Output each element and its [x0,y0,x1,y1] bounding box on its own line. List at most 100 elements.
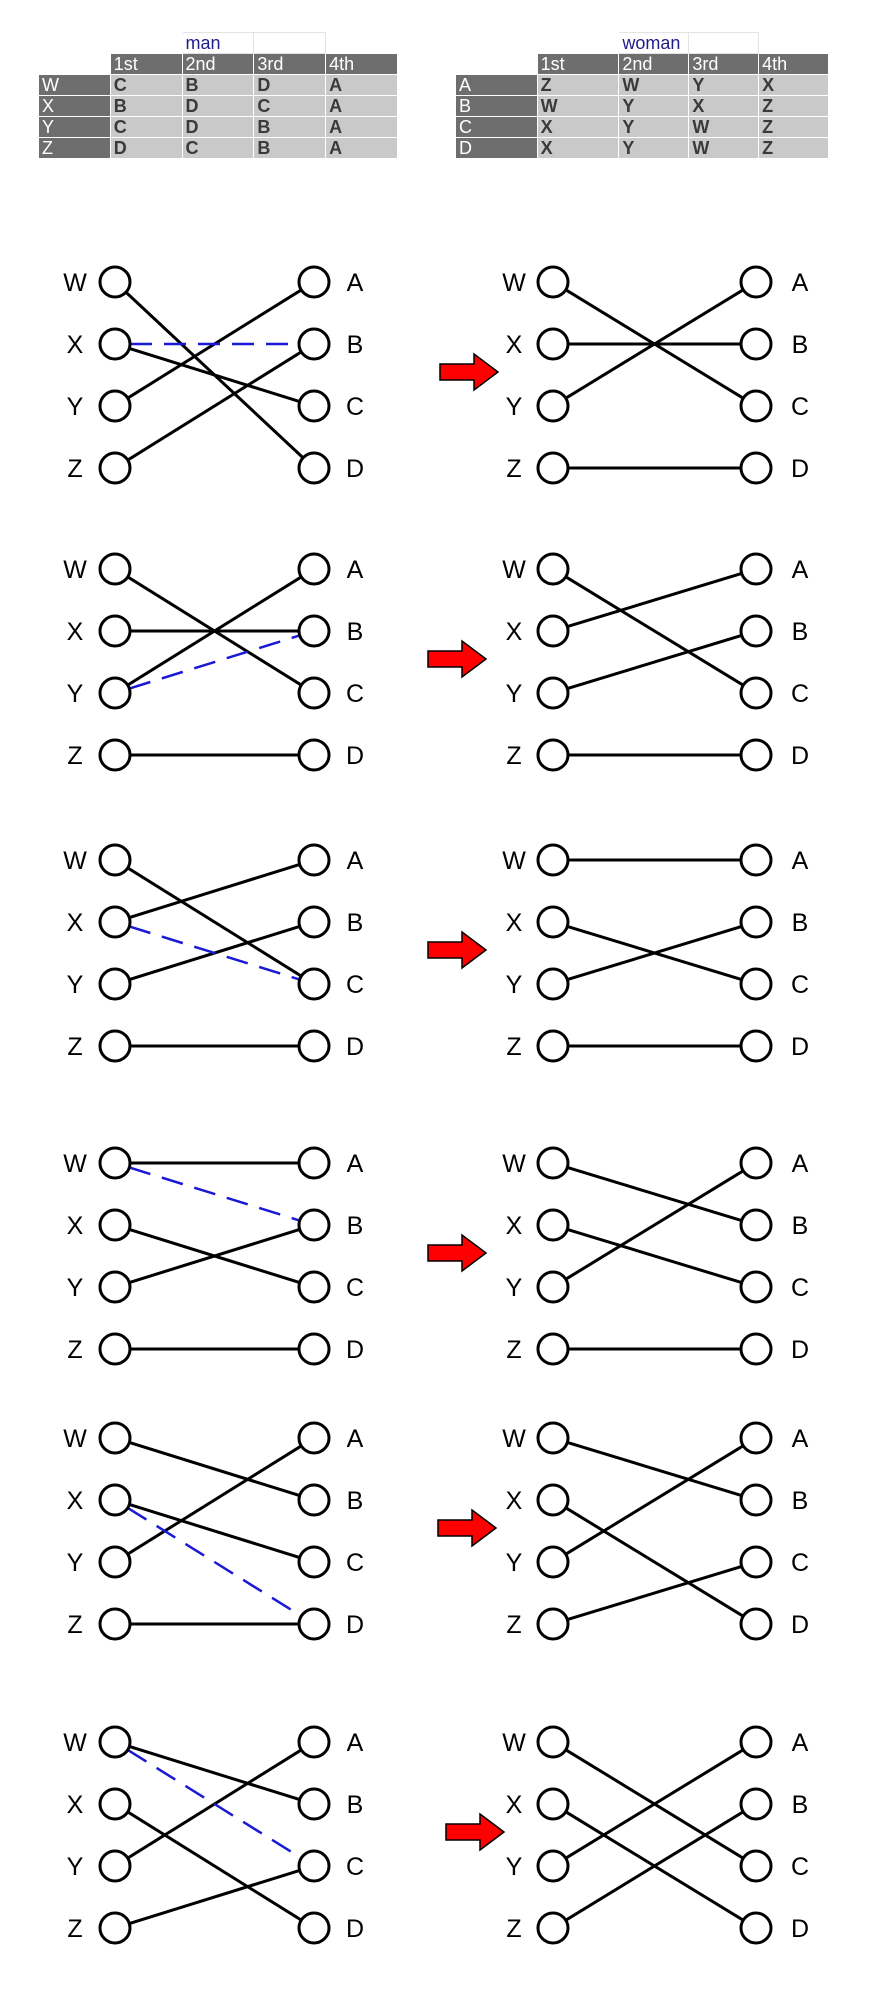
man-node [98,1483,132,1517]
man-node [98,1332,132,1366]
pref-cell: Z [536,74,620,96]
man-node [536,1208,570,1242]
man-node [98,1911,132,1945]
man-row-name: X [38,95,111,117]
pref-cell: Z [758,116,829,138]
woman-node [297,1545,331,1579]
woman-node [297,1146,331,1180]
pref-cell: C [109,116,183,138]
matching-edge [565,1506,744,1618]
woman-node-label: B [347,331,364,359]
transition-arrow-icon [437,1508,498,1548]
matching-edge [565,575,744,687]
woman-node-label: B [347,1487,364,1515]
matching-edge [566,1440,743,1498]
man-node [536,389,570,423]
woman-node-label: D [346,455,364,483]
woman-node-label: C [346,680,364,708]
man-node-label: W [502,847,526,875]
man-node-label: Z [67,1033,82,1061]
woman-node-label: C [791,1274,809,1302]
woman-node-label: A [347,847,364,875]
man-node-label: X [67,909,84,937]
pref-cell: X [758,74,829,96]
man-col-header: 4th [325,53,398,75]
man-node [98,1849,132,1883]
woman-node [297,1607,331,1641]
table-row: C X Y W Z [455,116,829,138]
woman-row-name: B [455,95,538,117]
man-node-label: Y [506,680,523,708]
woman-node [739,738,773,772]
woman-row-name: A [455,74,538,96]
woman-node [739,451,773,485]
woman-node [297,552,331,586]
woman-node-label: B [792,909,809,937]
man-node [98,967,132,1001]
woman-node [297,451,331,485]
man-node-label: X [506,1212,523,1240]
woman-node [739,1725,773,1759]
woman-node-label: B [347,1791,364,1819]
transition-arrow-icon [439,352,500,392]
woman-node-label: B [792,1212,809,1240]
matching-edge [128,863,301,919]
table-row: A Z W Y X [455,74,829,96]
man-node [536,614,570,648]
man-node-label: W [502,1729,526,1757]
man-node [98,843,132,877]
man-node [536,1029,570,1063]
matching-edge [566,924,743,982]
blocking-pair-edge [128,634,301,690]
woman-node [739,905,773,939]
woman-node-label: A [347,1150,364,1178]
man-node [536,905,570,939]
man-node [98,1607,132,1641]
man-node [536,1849,570,1883]
woman-node-label: C [346,971,364,999]
woman-node [739,1270,773,1304]
woman-node [739,1421,773,1455]
woman-node [739,967,773,1001]
man-node [98,614,132,648]
woman-node [739,1849,773,1883]
woman-node-label: B [792,331,809,359]
man-node [98,1270,132,1304]
man-node [98,676,132,710]
woman-node-label: A [792,1150,809,1178]
transition-arrow-icon [427,639,488,679]
woman-node [297,1849,331,1883]
woman-row-name: D [455,137,538,159]
woman-col-header: 4th [758,53,829,75]
woman-node [739,1545,773,1579]
man-table-title: man [181,32,255,54]
woman-node [297,967,331,1001]
woman-node-label: C [791,680,809,708]
woman-node-label: A [347,1425,364,1453]
pref-cell: Y [618,116,690,138]
man-node-label: Y [506,393,523,421]
matching-edge [566,1564,743,1622]
woman-node-label: A [347,1729,364,1757]
man-node [98,327,132,361]
woman-node [297,1029,331,1063]
woman-node-label: B [347,1212,364,1240]
man-node [98,451,132,485]
man-node [98,552,132,586]
woman-node-label: D [346,742,364,770]
woman-node-label: B [792,618,809,646]
man-node [98,905,132,939]
table-row: Y C D B A [38,116,398,138]
man-node-label: Z [67,1336,82,1364]
man-node-label: W [63,1150,87,1178]
pref-cell: W [536,95,620,117]
man-node-label: Y [67,1274,84,1302]
matching-edge [565,1810,744,1922]
man-node [98,1208,132,1242]
man-node [536,843,570,877]
woman-node [739,1332,773,1366]
woman-col-header: 3rd [688,53,760,75]
man-node [98,1725,132,1759]
woman-node-label: C [346,1549,364,1577]
man-col-header: 2nd [181,53,255,75]
